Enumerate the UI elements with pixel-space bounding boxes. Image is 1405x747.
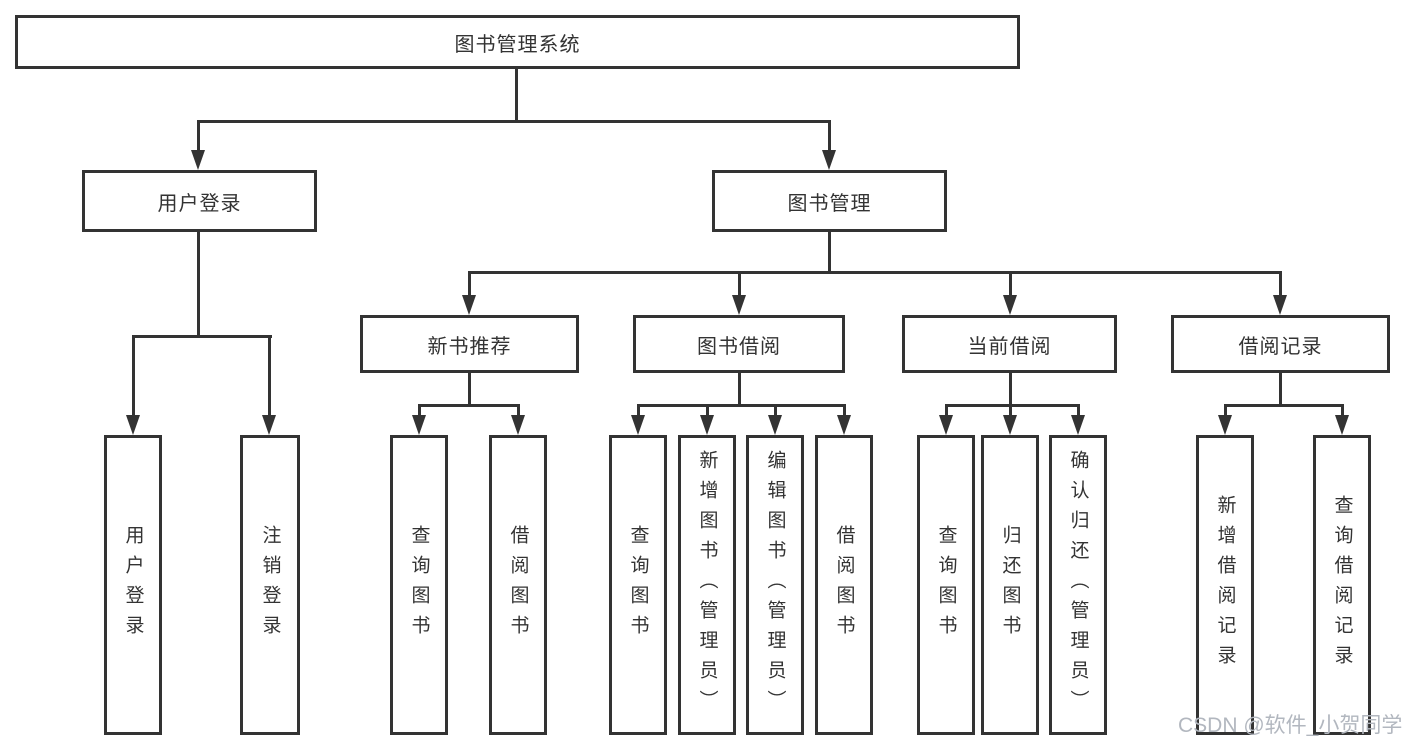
leaf-add-borrow-record-label: 新增借阅记录 (1214, 495, 1236, 675)
connector-bookborrow-hline (637, 404, 846, 407)
node-current-borrow-label: 当前借阅 (967, 335, 1052, 358)
arrow-down-icon (191, 150, 205, 170)
leaf-confirm-return-admin: 确认归还（管理员） (1049, 435, 1107, 735)
arrow-down-icon (1003, 415, 1017, 435)
node-borrow-record: 借阅记录 (1171, 315, 1390, 373)
connector-userlogin-hline (132, 335, 272, 338)
connector-leaf-stem (774, 404, 777, 418)
connector-root-hline (197, 120, 831, 123)
leaf-recommend-borrow-books: 借阅图书 (489, 435, 547, 735)
connector-leaf-stem (517, 404, 520, 418)
leaf-confirm-return-admin-label: 确认归还（管理员） (1067, 450, 1089, 720)
leaf-logout: 注销登录 (240, 435, 300, 735)
leaf-edit-books-admin-label: 编辑图书（管理员） (764, 450, 786, 720)
leaf-current-query-books-label: 查询图书 (935, 525, 957, 645)
connector-leaf-stem (1009, 404, 1012, 418)
node-book-management-label: 图书管理 (787, 192, 872, 215)
connector-borrowrecord-hline (1224, 404, 1344, 407)
connector-borrowrecord-down (1279, 372, 1282, 407)
node-root: 图书管理系统 (15, 15, 1020, 69)
leaf-add-borrow-record: 新增借阅记录 (1196, 435, 1254, 735)
node-current-borrow: 当前借阅 (902, 315, 1117, 373)
connector-currentborrow-hline (945, 404, 1080, 407)
arrow-down-icon (412, 415, 426, 435)
arrow-down-icon (511, 415, 525, 435)
node-book-management: 图书管理 (712, 170, 947, 232)
arrow-down-icon (822, 150, 836, 170)
connector-l3-stem (738, 271, 741, 298)
node-book-borrow-label: 图书借阅 (697, 335, 781, 358)
leaf-add-books-admin: 新增图书（管理员） (678, 435, 736, 735)
node-user-login-label: 用户登录 (157, 192, 242, 215)
leaf-recommend-borrow-books-label: 借阅图书 (507, 525, 529, 645)
connector-leaf-stem (132, 335, 135, 417)
connector-userlogin-down (197, 231, 200, 338)
arrow-down-icon (1218, 415, 1232, 435)
leaf-return-books: 归还图书 (981, 435, 1039, 735)
arrow-down-icon (768, 415, 782, 435)
leaf-borrow-books-label: 借阅图书 (833, 525, 855, 645)
arrow-down-icon (262, 415, 276, 435)
leaf-return-books-label: 归还图书 (999, 525, 1021, 645)
arrow-down-icon (837, 415, 851, 435)
node-book-borrow: 图书借阅 (633, 315, 845, 373)
leaf-edit-books-admin: 编辑图书（管理员） (746, 435, 804, 735)
connector-leaf-stem (843, 404, 846, 418)
node-borrow-record-label: 借阅记录 (1238, 335, 1323, 358)
leaf-query-borrow-record-label: 查询借阅记录 (1331, 495, 1353, 675)
arrow-down-icon (939, 415, 953, 435)
csdn-watermark: CSDN @软件_小贺同学 (1178, 714, 1403, 737)
arrow-down-icon (1071, 415, 1085, 435)
connector-leaf-stem (268, 335, 271, 417)
leaf-user-login-label: 用户登录 (122, 525, 144, 645)
connector-leaf-stem (637, 404, 640, 418)
leaf-current-query-books: 查询图书 (917, 435, 975, 735)
connector-l3-stem (1279, 271, 1282, 298)
leaf-borrow-query-books-label: 查询图书 (627, 525, 649, 645)
node-new-book-recommend: 新书推荐 (360, 315, 579, 373)
connector-leaf-stem (1224, 404, 1227, 418)
leaf-borrow-query-books: 查询图书 (609, 435, 667, 735)
arrow-down-icon (732, 295, 746, 315)
connector-bookborrow-down (738, 372, 741, 407)
connector-bookmgmt-stem (828, 120, 831, 152)
connector-root-stem (515, 67, 518, 123)
node-user-login: 用户登录 (82, 170, 317, 232)
connector-l3-stem (1009, 271, 1012, 298)
node-root-label: 图书管理系统 (454, 33, 581, 56)
connector-bookmgmt-down (828, 231, 831, 274)
connector-bookmgmt-hline (468, 271, 1282, 274)
connector-leaf-stem (1077, 404, 1080, 418)
arrow-down-icon (700, 415, 714, 435)
leaf-borrow-books: 借阅图书 (815, 435, 873, 735)
arrow-down-icon (1335, 415, 1349, 435)
leaf-logout-label: 注销登录 (259, 525, 281, 645)
arrow-down-icon (631, 415, 645, 435)
arrow-down-icon (1273, 295, 1287, 315)
connector-leaf-stem (1341, 404, 1344, 418)
connector-currentborrow-down (1009, 372, 1012, 407)
leaf-user-login: 用户登录 (104, 435, 162, 735)
connector-newbook-down (468, 372, 471, 407)
arrow-down-icon (1003, 295, 1017, 315)
node-new-book-recommend-label: 新书推荐 (427, 335, 512, 358)
connector-leaf-stem (706, 404, 709, 418)
connector-l3-stem (468, 271, 471, 298)
connector-leaf-stem (945, 404, 948, 418)
arrow-down-icon (126, 415, 140, 435)
leaf-add-books-admin-label: 新增图书（管理员） (696, 450, 718, 720)
arrow-down-icon (462, 295, 476, 315)
leaf-recommend-query-books-label: 查询图书 (408, 525, 430, 645)
connector-userlogin-stem (197, 120, 200, 152)
leaf-query-borrow-record: 查询借阅记录 (1313, 435, 1371, 735)
connector-leaf-stem (418, 404, 421, 418)
connector-newbook-hline (418, 404, 520, 407)
leaf-recommend-query-books: 查询图书 (390, 435, 448, 735)
